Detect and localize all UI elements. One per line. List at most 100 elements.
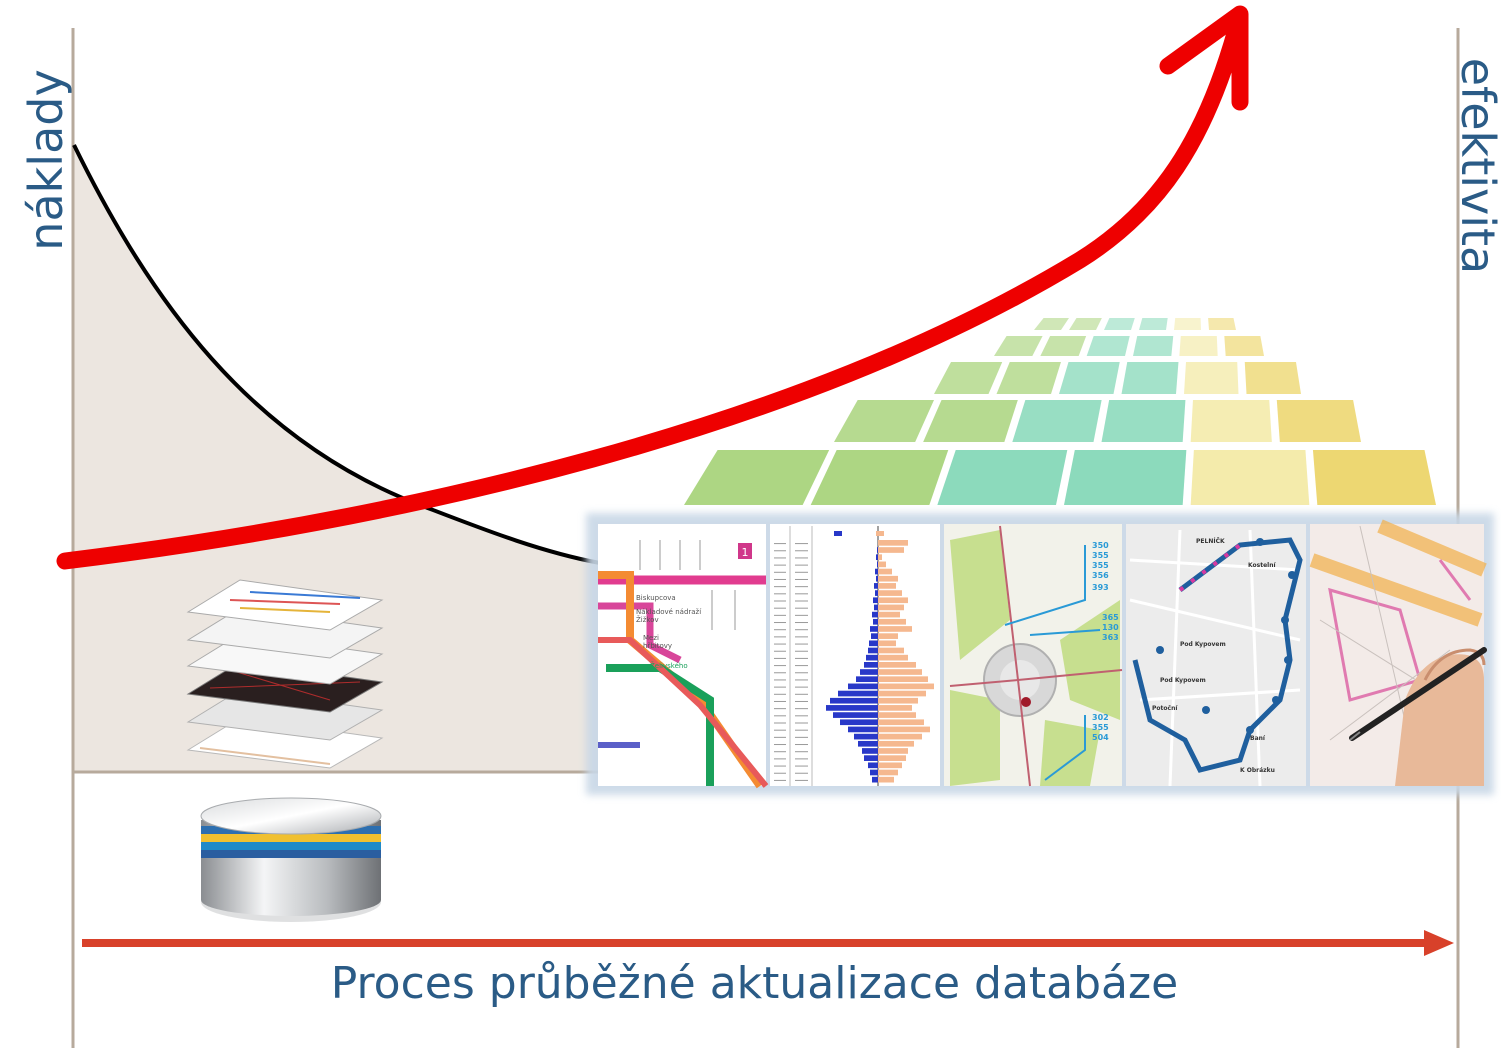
bar-blue [874,604,878,611]
grid-tile [1069,318,1102,330]
bar-blue [871,633,878,639]
grid-tile [1244,362,1301,394]
svg-text:Baní: Baní [1250,735,1266,742]
bar-peach [878,547,904,553]
grid-tile [994,336,1043,356]
bar-peach [878,654,908,661]
bar-blue [875,568,878,575]
process-caption-text: Proces průběžné aktualizace databáze [330,958,1179,1009]
svg-text:1: 1 [742,546,749,559]
svg-text:130: 130 [1102,623,1119,632]
bar-peach [878,683,934,690]
panel-route-map: PELNÍČK Kostelní Pod Kypovem Pod Kypovem… [1126,524,1306,787]
grid-tile [1040,336,1087,356]
bar-blue [854,733,878,740]
svg-text:355: 355 [1092,723,1109,732]
bar-blue [869,640,878,647]
bar-peach [878,776,894,783]
bar-peach [878,633,898,639]
panel-hand-drawing [1309,519,1487,787]
bar-peach [878,740,914,747]
grid-tile [996,362,1061,394]
bar-blue [848,683,878,690]
grid-tile [1086,336,1130,356]
bar-blue [873,597,878,604]
bar-blue [874,583,878,589]
grid-tile [1012,400,1102,442]
bar-blue [876,575,878,582]
grid-tile [1190,400,1272,442]
bar-blue [860,669,878,675]
svg-text:hřbitovy: hřbitovy [643,642,672,650]
grid-tile [684,450,830,505]
bar-blue [848,726,878,733]
svg-text:Kostelní: Kostelní [1248,562,1277,569]
bar-blue [826,705,878,711]
bar-peach [878,597,908,604]
svg-text:Pod Kypovem: Pod Kypovem [1180,641,1226,648]
database-cylinder-icon [200,797,382,922]
svg-text:355: 355 [1092,561,1109,570]
bar-blue [875,590,878,596]
svg-text:302: 302 [1092,713,1109,722]
svg-text:504: 504 [1092,733,1109,742]
bar-blue [864,662,878,668]
cost-area [74,145,600,772]
svg-text:355: 355 [1092,551,1109,560]
bar-blue [870,769,878,776]
bar-peach [878,561,886,568]
svg-text:K Obrázku: K Obrázku [1240,767,1275,774]
bar-blue [877,561,878,568]
process-caption: Proces průběžné aktualizace databáze [0,958,1501,1009]
bar-peach [878,662,916,668]
process-arrowhead [1424,930,1454,956]
grid-tile [1276,400,1361,442]
bar-blue [866,654,878,661]
bar-blue [856,676,878,683]
panel-bar-table [770,524,940,786]
bar-peach [878,748,908,754]
bar-peach [878,726,930,733]
bar-blue [864,755,878,761]
bar-peach [878,626,912,632]
svg-text:Žižkov: Žižkov [636,615,659,624]
bar-blue [872,776,878,783]
perspective-tile-grid [684,318,1436,505]
bar-peach [878,705,912,711]
bar-peach [878,554,882,561]
grid-tile [834,400,934,442]
grid-tile [1034,318,1069,330]
costs-axis-label: náklady [19,69,73,251]
bar-peach [878,762,902,769]
bar-blue [833,712,878,718]
svg-text:363: 363 [1102,633,1119,642]
grid-tile [934,362,1003,394]
grid-tile [1184,362,1239,394]
bar-blue [872,611,878,618]
bar-peach [878,568,892,575]
svg-text:Biskupcova: Biskupcova [636,594,676,602]
cost-curve [72,144,601,565]
bar-peach [878,690,926,697]
map-layers-stack-icon [186,579,384,769]
grid-tile [1208,318,1236,330]
svg-text:Potoční: Potoční [1152,705,1178,712]
bar-blue [830,697,878,704]
bar-blue [877,547,878,553]
svg-text:350: 350 [1092,541,1109,550]
grid-tile [923,400,1018,442]
bar-peach [878,604,904,611]
bar-blue [876,554,878,561]
efficiency-arrowhead [1159,5,1249,111]
grid-tile [1121,362,1179,394]
bar-blue [873,618,878,625]
svg-text:356: 356 [1092,571,1109,580]
grid-tile [1190,450,1310,505]
efficiency-arrow [56,21,1245,570]
bar-peach [878,697,918,704]
bar-blue [868,647,878,654]
bar-peach [878,712,916,718]
bar-blue [868,762,878,769]
efficiency-axis-label: efektivita [1451,57,1501,275]
